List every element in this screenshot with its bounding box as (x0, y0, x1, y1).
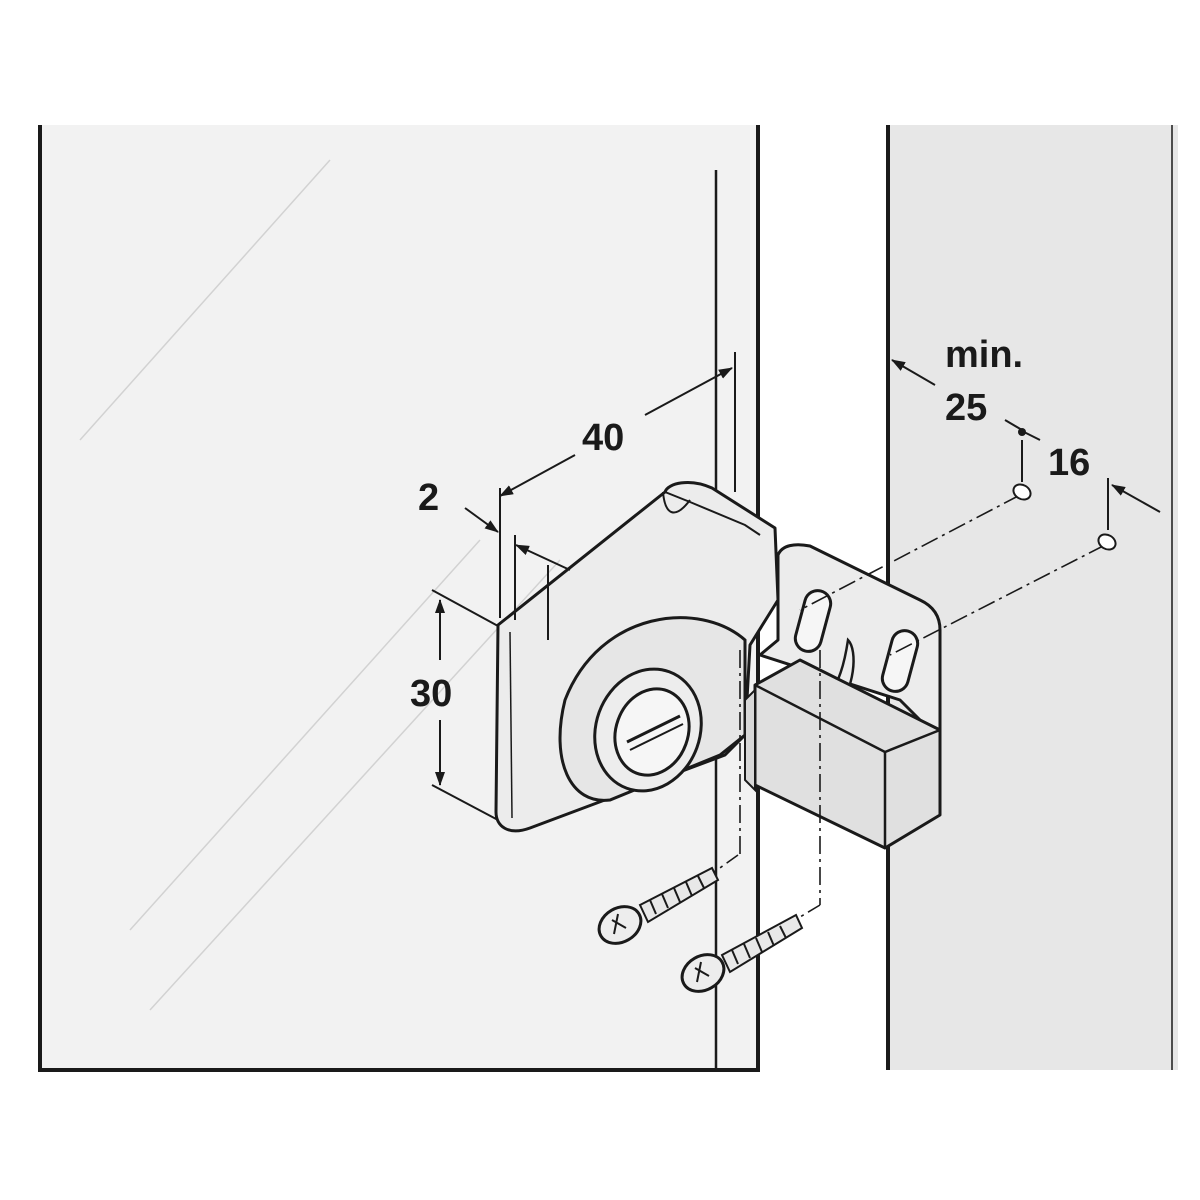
dimension-40 (499, 352, 736, 618)
mounting-plate-icon (744, 543, 942, 850)
screw-icon-2 (680, 904, 821, 993)
dimension-30 (431, 589, 499, 821)
dimension-16-label: 16 (1048, 442, 1090, 484)
dimension-2 (464, 507, 571, 640)
dimension-min-value: 25 (945, 387, 987, 429)
dimension-40-label: 40 (582, 417, 624, 459)
dimension-25-dot (1018, 428, 1026, 436)
screw-icon (597, 854, 739, 945)
dimension-30-label: 30 (410, 673, 452, 715)
dimension-min-25 (891, 359, 1041, 482)
alignment-lines (739, 494, 1106, 905)
dimension-2-label: 2 (418, 477, 439, 519)
hinge-cup-icon (558, 616, 747, 802)
dimension-16 (1107, 478, 1161, 530)
dimension-min-label: min. (945, 334, 1023, 376)
cabinet-side-panel (886, 125, 1178, 1070)
drill-holes (1012, 483, 1117, 551)
